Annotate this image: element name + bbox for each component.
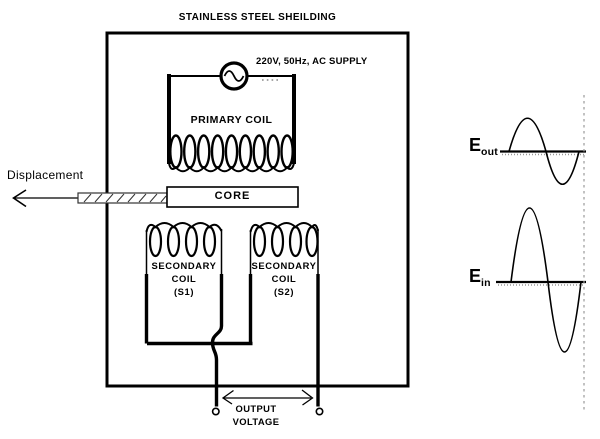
output-voltage-label: OUTPUT VOLTAGE — [208, 403, 304, 428]
primary-circuit — [167, 61, 296, 164]
left-arrowhead-icon — [12, 189, 27, 208]
ac-supply-label: 220V, 50Hz, AC SUPPLY — [256, 56, 368, 67]
s1-line2: COIL — [171, 273, 197, 284]
primary-coil-label: PRIMARY COIL — [190, 114, 273, 126]
s1-line1: SECONDARY — [151, 260, 217, 271]
eout-subscript: out — [481, 146, 498, 158]
ein-label: Ein — [469, 266, 491, 289]
output-line2: VOLTAGE — [232, 415, 280, 427]
s1-output-wire-with-hop — [210, 274, 224, 407]
rod-hatching — [83, 193, 167, 203]
ein-sine — [510, 207, 582, 353]
secondary-coil-s1-winding — [145, 222, 223, 276]
secondary-s1-label: SECONDARY COIL (S1) — [146, 259, 222, 298]
core-label: CORE — [214, 190, 251, 202]
ein-waveform — [496, 207, 586, 353]
s2-line3: (S2) — [273, 286, 295, 297]
displacement-arrow — [12, 189, 78, 208]
shielding-title: STAINLESS STEEL SHEILDING — [178, 12, 337, 23]
eout-sine — [508, 117, 580, 185]
output-line1: OUTPUT — [235, 403, 277, 414]
secondary-s2-label: SECONDARY COIL (S2) — [250, 259, 318, 298]
core-box — [166, 186, 299, 208]
shielding-box — [105, 31, 410, 388]
s2-line1: SECONDARY — [251, 260, 317, 271]
eout-symbol: E — [469, 135, 482, 155]
ein-subscript: in — [481, 277, 491, 289]
eout-waveform — [500, 117, 586, 185]
ac-sine-glyph — [223, 70, 245, 82]
secondary-wiring — [144, 274, 320, 407]
primary-coil-winding — [168, 134, 295, 173]
s2-line2: COIL — [271, 273, 297, 284]
output-terminal-right — [315, 407, 324, 416]
displacement-label: Displacement — [7, 168, 84, 182]
core-rod — [77, 192, 168, 204]
output-terminal-left — [211, 407, 220, 416]
eout-label: Eout — [469, 135, 498, 158]
ein-symbol: E — [469, 266, 482, 286]
output-voltage-arrow — [221, 389, 314, 406]
s1-line3: (S1) — [173, 286, 195, 297]
secondary-coil-s2-winding — [249, 222, 319, 276]
